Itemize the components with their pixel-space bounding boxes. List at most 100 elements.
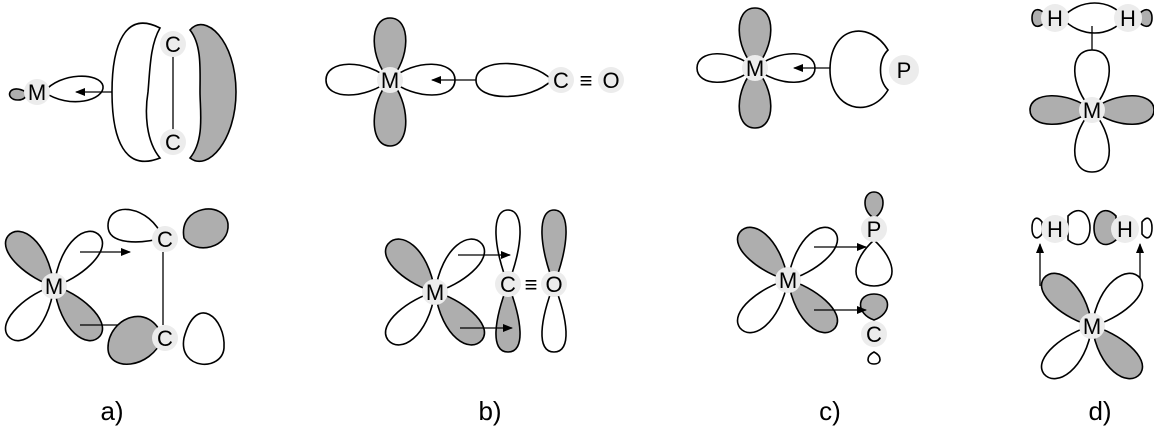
carbon-atom-halo [152,325,178,351]
triple-bond-symbol: ≡ [580,68,593,93]
carbon-atom-halo [495,271,521,297]
metal-d-lobe-lower-left [384,290,436,346]
metal-atom-halo [775,267,801,293]
pi-star-lobe-o-up [541,209,567,287]
phosphorus-atom-halo [861,216,887,242]
pc-sigma-star-lobe-c-top [859,293,889,321]
metal-atom-halo [742,55,768,81]
sigma-star-lobe-h-right-inner [1093,210,1117,246]
alkene-pi-open-lobe [111,22,162,163]
phosphorus-atom-halo [889,55,919,85]
metal-d-lobe-upper-left [4,230,55,288]
co-sigma-lone-pair-lobe [475,62,554,98]
carbon-atom-halo [160,129,186,155]
panel-b-bottom-back-donation: M C ≡ O [384,209,567,353]
panel-d: H H M H H M [1029,2,1154,426]
oxygen-atom-halo [541,271,567,297]
pi-star-lobe-c1-up [107,208,165,243]
pc-sigma-star-lobe-c-bottom [867,351,881,365]
panel-c-bottom-back-donation: M P C [736,191,893,365]
carbon-atom-label: C [553,68,569,93]
metal-d-lobe-upper-left [1040,272,1093,328]
panel-b: M C ≡ O M C ≡ O b) [325,17,624,426]
hydrogen-atom-halo [1114,4,1142,32]
carbon-atom-label: C [165,32,181,57]
pi-star-lobe-c-up [495,209,521,287]
metal-d-lobe-down [373,78,407,147]
metal-atom-label: M [381,68,399,93]
metal-d-lobe-upper-left [736,226,790,282]
pi-star-lobe-o-down [541,281,567,353]
panel-d-label: d) [1088,396,1111,426]
pi-star-lobe-c2-down [182,312,225,366]
phosphorus-atom-label: P [897,58,912,83]
metal-atom-halo [1079,97,1105,123]
panel-a-top-sigma-donation: M C C [8,22,237,163]
sigma-star-lobe-h-left-outer [1031,217,1043,239]
metal-atom-halo [24,79,50,105]
hydrogen-atom-halo [1111,215,1139,243]
metal-d-lobe-upper-right [53,230,104,288]
panel-a-label: a) [100,396,123,426]
metal-atom-label: M [746,56,764,81]
pc-sigma-star-lobe-p-bottom [855,238,893,287]
carbon-atom-halo [160,31,186,57]
metal-d-lobe-upper-right [1091,272,1144,328]
metal-d-lobe-left [325,63,392,96]
metal-d-lobe-left [696,52,757,84]
oxygen-atom-halo [598,67,624,93]
metal-d-lobe-up [373,17,407,82]
hydrogen-atom-label: H [1047,217,1063,242]
metal-d-lobe-lower-right [787,278,839,334]
metal-atom-halo [377,67,403,93]
panel-d-top-sigma-donation: H H M [1029,2,1154,173]
metal-small-back-lobe [8,88,28,101]
hydrogen-atom-label: H [1047,6,1063,31]
metal-d-lobe-up [1073,49,1111,112]
carbon-atom-label: C [500,272,516,297]
metal-d-lobe-upper-right [434,238,486,294]
metal-d-lobe-lower-left [4,284,55,342]
metal-d-lobe-down [738,66,772,129]
metal-d-lobe-upper-left [384,238,436,294]
carbon-atom-halo [548,67,574,93]
pi-star-lobe-c-down [495,281,521,353]
metal-atom-halo [1079,313,1105,339]
metal-d-lobe-upper-right [787,226,839,282]
metal-atom-label: M [1083,98,1101,123]
panel-d-bottom-back-donation: H H M [1031,210,1153,380]
metal-d-lobe-right [1090,94,1154,126]
hydrogen-atom-label: H [1117,217,1133,242]
metal-acceptor-lobe [42,75,104,103]
metal-atom-label: M [28,80,46,105]
metal-d-lobe-lower-right [434,290,486,346]
pc-sigma-star-lobe-p-top [864,191,884,219]
hydrogen-atom-label: H [1120,6,1136,31]
metal-d-lobe-lower-right [53,284,104,342]
carbon-atom-label: C [165,130,181,155]
panel-b-top-sigma-donation: M C ≡ O [325,17,624,147]
oxygen-atom-label: O [602,68,619,93]
panel-c-top-sigma-donation: M P [696,7,919,129]
triple-bond-symbol: ≡ [525,272,538,297]
metal-d-lobe-down [1073,108,1111,173]
carbon-atom-label: C [157,326,173,351]
carbon-atom-label: C [157,227,173,252]
metal-d-lobe-lower-left [736,278,790,334]
pi-star-lobe-c1-down [107,315,164,366]
metal-atom-label: M [1083,314,1101,339]
sigma-star-lobe-h-left-inner [1067,210,1091,246]
panel-b-label: b) [478,396,501,426]
panel-a-bottom-back-donation: M C C [4,208,229,366]
oxygen-atom-label: O [545,272,562,297]
carbon-atom-label: C [866,322,882,347]
metal-d-lobe-up [738,7,772,70]
metal-atom-halo [41,273,67,299]
panel-a: M C C M C C [4,22,237,426]
phosphorus-atom-label: P [867,217,882,242]
sigma-star-lobe-h-right-outer [1141,217,1153,239]
metal-d-lobe-left [1029,94,1094,126]
metal-d-lobe-lower-left [1040,324,1093,380]
